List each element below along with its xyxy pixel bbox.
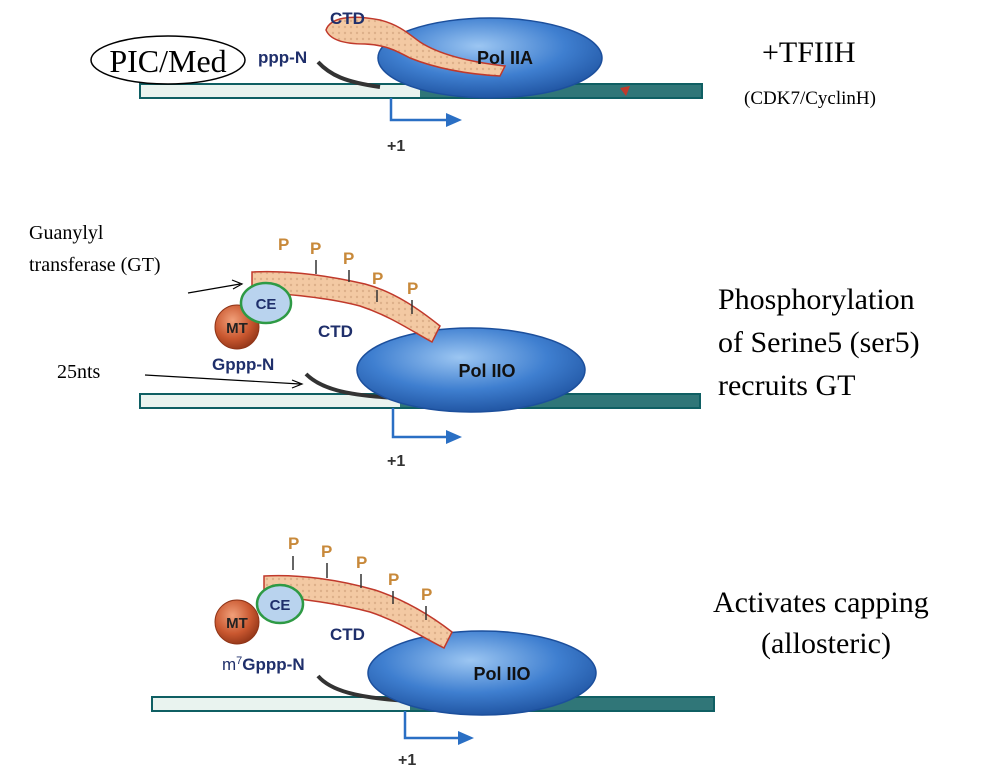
mt-label: MT	[226, 320, 248, 337]
nts-label: 25nts	[57, 361, 101, 383]
rna-superscript: 7	[236, 655, 242, 667]
phospho-label: P	[321, 542, 332, 561]
phospho-label: P	[288, 534, 299, 553]
tss-arrowhead	[446, 113, 462, 127]
pol-label: Pol IIO	[458, 361, 515, 381]
rna-label: Gppp-N	[212, 355, 274, 374]
gt-pointer-head	[231, 279, 244, 290]
side-subtitle: (CDK7/CyclinH)	[744, 88, 876, 109]
tss-arrow	[389, 98, 450, 122]
phospho-label: P	[343, 249, 354, 268]
ce-ellipse	[255, 583, 305, 625]
phospho-group: P P P P P	[278, 235, 418, 314]
tss-arrowhead	[446, 430, 462, 444]
side-title: +TFIIH	[762, 36, 856, 69]
tss-label: +1	[387, 138, 405, 155]
ce-ellipse	[239, 281, 293, 325]
nts-pointer-head	[291, 379, 304, 389]
ctd-label: CTD	[318, 322, 353, 341]
rna-label: ppp-N	[258, 48, 307, 67]
side-line-2: (allosteric)	[761, 627, 891, 660]
side-line-1: Activates capping	[713, 586, 929, 619]
phospho-label: P	[278, 235, 289, 254]
side-line-3: recruits GT	[718, 369, 855, 402]
red-mark	[620, 86, 630, 96]
tss-arrow	[391, 408, 450, 439]
tss-label: +1	[387, 453, 405, 470]
phospho-label: P	[310, 239, 321, 258]
ctd-tail	[251, 270, 441, 344]
ctd-tail	[325, 16, 507, 77]
phospho-label: P	[407, 279, 418, 298]
tss-arrow	[403, 711, 462, 740]
mt-label: MT	[226, 615, 248, 632]
panel-3: Pol IIO P P P P P MT CE CTD m7Gppp-N +1 …	[151, 534, 929, 768]
side-line-1: Phosphorylation	[718, 283, 915, 316]
pol-ii-ellipse	[356, 327, 586, 413]
gt-label-line2: transferase (GT)	[29, 254, 161, 276]
mt-circle	[214, 599, 260, 645]
gt-pointer-arrow	[187, 283, 241, 294]
pol-label: Pol IIO	[473, 664, 530, 684]
phospho-label: P	[421, 585, 432, 604]
pol-ii-ellipse	[367, 630, 597, 716]
rna-rest: Gppp-N	[242, 655, 304, 674]
ctd-label: CTD	[330, 625, 365, 644]
rna-prefix: m	[222, 655, 236, 674]
pic-med-oval	[90, 35, 246, 85]
ctd-label: CTD	[330, 9, 365, 28]
gt-label-line1: Guanylyl	[29, 222, 104, 244]
ce-label: CE	[270, 597, 291, 614]
nts-pointer-arrow	[144, 374, 301, 385]
pol-ii-ellipse	[377, 17, 603, 99]
ctd-tail	[263, 574, 453, 650]
pol-label: Pol IIA	[477, 48, 533, 68]
tss-arrowhead	[458, 731, 474, 745]
ce-label: CE	[256, 296, 277, 313]
panel-2: Pol IIO P P P P P MT CE CTD Gppp-N Guany…	[29, 222, 920, 470]
rna-label: m7Gppp-N	[222, 655, 305, 674]
rna-strand	[316, 60, 381, 89]
tss-label: +1	[398, 752, 416, 768]
panel-1: PIC/Med CTD ppp-N Pol IIA +1 +TFIIH (CDK…	[90, 9, 876, 155]
side-line-2: of Serine5 (ser5)	[718, 326, 920, 359]
phospho-label: P	[388, 570, 399, 589]
phospho-label: P	[372, 269, 383, 288]
pic-med-label: PIC/Med	[109, 43, 226, 79]
phospho-label: P	[356, 553, 367, 572]
phospho-group: P P P P P	[288, 534, 432, 620]
